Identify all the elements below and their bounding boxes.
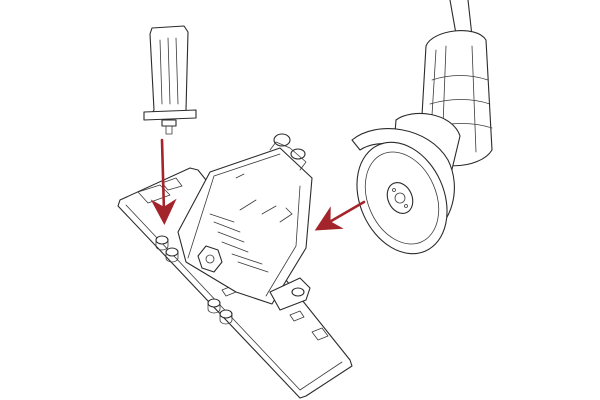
plate-knob xyxy=(165,247,179,263)
side-clamp xyxy=(269,277,311,311)
plate-knob xyxy=(155,235,169,251)
arrow-left xyxy=(314,200,366,231)
side-handle-icon xyxy=(143,25,197,135)
red-arrow-icon xyxy=(314,200,366,231)
plate-knob xyxy=(207,298,221,314)
red-arrow-icon xyxy=(150,138,177,225)
cutting-guide-icon xyxy=(177,133,313,311)
arrow-down xyxy=(150,138,177,225)
plate-knob xyxy=(219,309,233,325)
angle-grinder-icon xyxy=(351,0,493,255)
top-clamp xyxy=(269,133,307,171)
grinder-disc xyxy=(356,141,448,255)
wing-nut xyxy=(197,245,223,273)
